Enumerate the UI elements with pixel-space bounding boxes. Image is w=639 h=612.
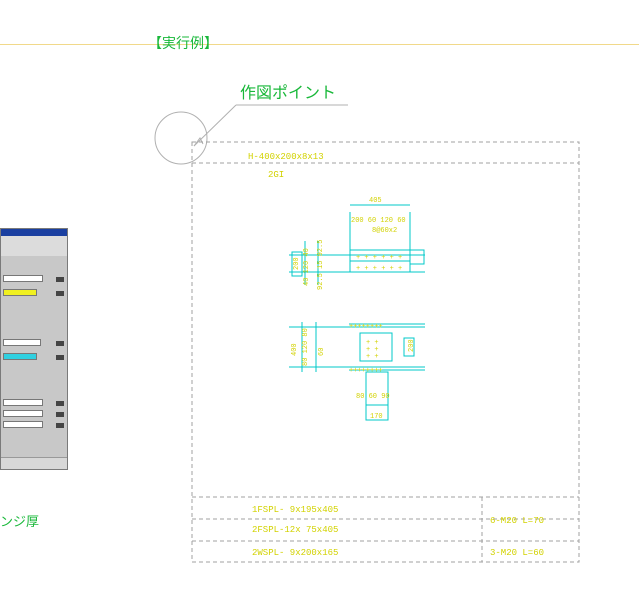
member-title: H-400x200x8x13 bbox=[248, 152, 324, 162]
dialog-value-mark bbox=[56, 355, 64, 360]
top-left-gauge-dim: 92.5 15 92.5 bbox=[317, 240, 325, 290]
dialog-value-mark bbox=[56, 341, 64, 346]
flange-bolt-marks: + + + + + + + + + + + + bbox=[356, 254, 402, 273]
svg-text:++++++++: ++++++++ bbox=[349, 367, 383, 375]
dialog-value-mark bbox=[56, 291, 64, 296]
bottom-right-side-dim: 200 bbox=[408, 339, 416, 352]
drawing-point-label: 作図ポイント bbox=[240, 83, 337, 102]
dialog-field[interactable] bbox=[3, 275, 43, 282]
part-3-label: 2WSPL- 9x200x165 bbox=[252, 548, 338, 558]
svg-text:+ + + + + +: + + + + + + bbox=[356, 265, 402, 273]
svg-text:+ +: + + bbox=[366, 346, 379, 354]
part-2-label: 2FSPL-12x 75x405 bbox=[252, 525, 338, 535]
bottom-left-height-dim: 400 bbox=[291, 343, 299, 356]
dialog-value-mark bbox=[56, 401, 64, 406]
bolt-1-label: 6-M20 L=70 bbox=[490, 516, 544, 526]
settings-dialog-thumbnail bbox=[0, 228, 68, 470]
dialog-titlebar bbox=[1, 229, 67, 236]
top-left-pitch-dim: 40 120 40 bbox=[303, 248, 311, 286]
svg-text:+ + + + + +: + + + + + + bbox=[356, 254, 402, 262]
dialog-header bbox=[1, 236, 67, 256]
example-label: 【実行例】 bbox=[148, 36, 218, 52]
dialog-value-mark bbox=[56, 412, 64, 417]
svg-text:+ +: + + bbox=[366, 353, 379, 361]
bottom-pitch-dim: 80 60 90 bbox=[356, 393, 390, 401]
callout-leader bbox=[193, 104, 237, 147]
svg-text:++++++++: ++++++++ bbox=[349, 323, 383, 331]
flange-thickness-label: ンジ厚 bbox=[0, 515, 40, 530]
bottom-left-pitch-dim: 80 120 80 bbox=[302, 328, 310, 366]
callout-circle bbox=[154, 111, 208, 165]
bolt-2-label: 3-M20 L=60 bbox=[490, 548, 544, 558]
bottom-width-dim: 170 bbox=[370, 413, 383, 421]
bottom-left-gauge-dim: 60 bbox=[318, 348, 326, 356]
dialog-value-mark bbox=[56, 277, 64, 282]
dialog-value-mark bbox=[56, 423, 64, 428]
web-splice-view bbox=[289, 322, 425, 421]
dialog-field[interactable] bbox=[3, 421, 43, 428]
svg-text:+ +: + + bbox=[366, 339, 379, 347]
part-1-label: 1FSPL- 9x195x405 bbox=[252, 505, 338, 515]
dialog-field[interactable] bbox=[3, 399, 43, 406]
top-width-dim: 405 bbox=[369, 197, 382, 205]
top-pitch-dim: 200 60 120 60 bbox=[351, 217, 406, 225]
web-bolt-marks: ++++++++ ++++++++ + + + + + + bbox=[349, 323, 383, 375]
dialog-field[interactable] bbox=[3, 339, 41, 346]
dialog-field-highlight-yellow[interactable] bbox=[3, 289, 37, 296]
drawing-frame bbox=[191, 141, 580, 563]
top-holes-dim: 8@60x2 bbox=[372, 227, 397, 235]
dialog-button-bar[interactable] bbox=[1, 457, 67, 469]
flange-splice-view bbox=[289, 204, 425, 285]
joint-code: 2GI bbox=[268, 170, 284, 180]
top-left-height-dim: 200 bbox=[293, 257, 301, 270]
dialog-field[interactable] bbox=[3, 410, 43, 417]
dialog-field-highlight-cyan[interactable] bbox=[3, 353, 37, 360]
header-divider bbox=[0, 44, 639, 45]
